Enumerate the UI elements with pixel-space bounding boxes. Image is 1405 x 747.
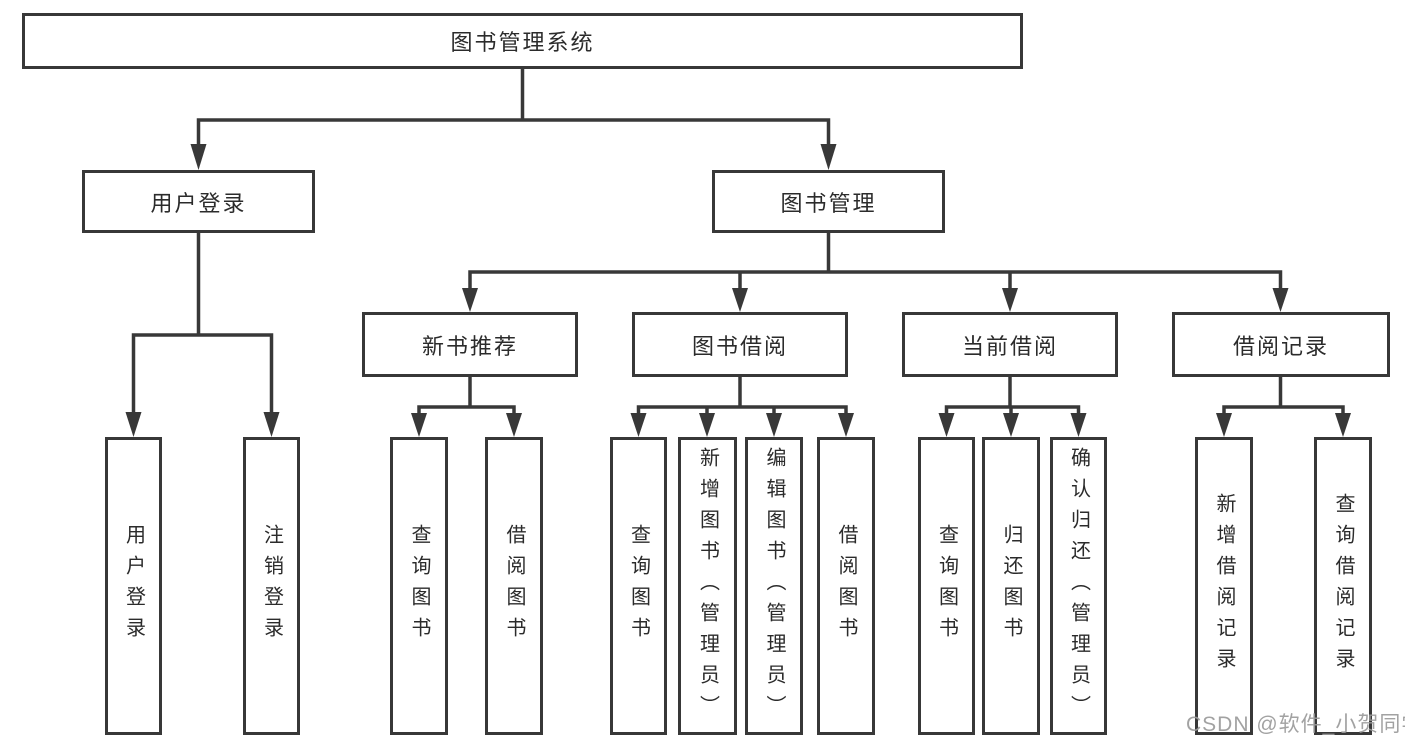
leaf-add-borrow-record-label: 新增借阅记录 [1213, 493, 1235, 679]
leaf-borrow-books-2: 借阅图书 [817, 437, 875, 735]
node-current-borrow-label: 当前借阅 [961, 333, 1058, 359]
leaf-query-borrow-record-label: 查询借阅记录 [1332, 493, 1354, 679]
leaf-query-borrow-record: 查询借阅记录 [1314, 437, 1372, 735]
leaf-query-books-2: 查询图书 [610, 437, 667, 735]
connector-borrow-record-to-leaves [1216, 375, 1351, 437]
leaf-user-login-label: 用户登录 [122, 524, 145, 648]
leaf-borrow-books-1: 借阅图书 [485, 437, 543, 735]
leaf-query-books-1-label: 查询图书 [408, 524, 430, 648]
node-borrow-record-label: 借阅记录 [1232, 333, 1329, 359]
leaf-return-books-label: 归还图书 [1000, 524, 1022, 648]
leaf-edit-books-admin-label: 编辑图书（管理员） [763, 446, 785, 726]
leaf-user-login: 用户登录 [105, 437, 162, 735]
node-book-borrow-label: 图书借阅 [691, 333, 788, 359]
node-user-login-label: 用户登录 [150, 190, 247, 216]
leaf-confirm-return-admin-label: 确认归还（管理员） [1067, 446, 1090, 726]
leaf-confirm-return-admin: 确认归还（管理员） [1050, 437, 1107, 735]
node-current-borrow: 当前借阅 [902, 312, 1118, 377]
leaf-return-books: 归还图书 [982, 437, 1040, 735]
leaf-logout: 注销登录 [243, 437, 300, 735]
leaf-query-books-3-label: 查询图书 [935, 524, 958, 648]
connector-root-to-level2 [190, 67, 837, 170]
connector-book-management-to-level3 [462, 231, 1289, 312]
connector-book-borrow-to-leaves [630, 375, 854, 437]
leaf-query-books-3: 查询图书 [918, 437, 975, 735]
connector-current-borrow-to-leaves [938, 375, 1087, 437]
node-book-management-label: 图书管理 [780, 190, 877, 216]
leaf-query-books-1: 查询图书 [390, 437, 448, 735]
node-book-management: 图书管理 [712, 170, 945, 233]
node-root-system: 图书管理系统 [22, 13, 1023, 69]
leaf-edit-books-admin: 编辑图书（管理员） [745, 437, 803, 735]
leaf-borrow-books-1-label: 借阅图书 [503, 524, 525, 648]
node-new-book-recommend: 新书推荐 [362, 312, 578, 377]
connector-user-login-to-leaves [125, 231, 280, 437]
leaf-add-borrow-record: 新增借阅记录 [1195, 437, 1253, 735]
leaf-query-books-2-label: 查询图书 [627, 524, 650, 648]
leaf-add-books-admin: 新增图书（管理员） [678, 437, 737, 735]
node-new-book-recommend-label: 新书推荐 [421, 333, 518, 359]
connector-new-book-to-leaves [411, 375, 522, 437]
node-user-login: 用户登录 [82, 170, 315, 233]
node-borrow-record: 借阅记录 [1172, 312, 1390, 377]
leaf-logout-label: 注销登录 [260, 524, 283, 648]
leaf-add-books-admin-label: 新增图书（管理员） [696, 446, 719, 726]
node-book-borrow: 图书借阅 [632, 312, 848, 377]
csdn-watermark: CSDN @软件_小贺同学 [1186, 713, 1405, 736]
node-root-system-label: 图书管理系统 [450, 30, 595, 55]
leaf-borrow-books-2-label: 借阅图书 [835, 524, 857, 648]
